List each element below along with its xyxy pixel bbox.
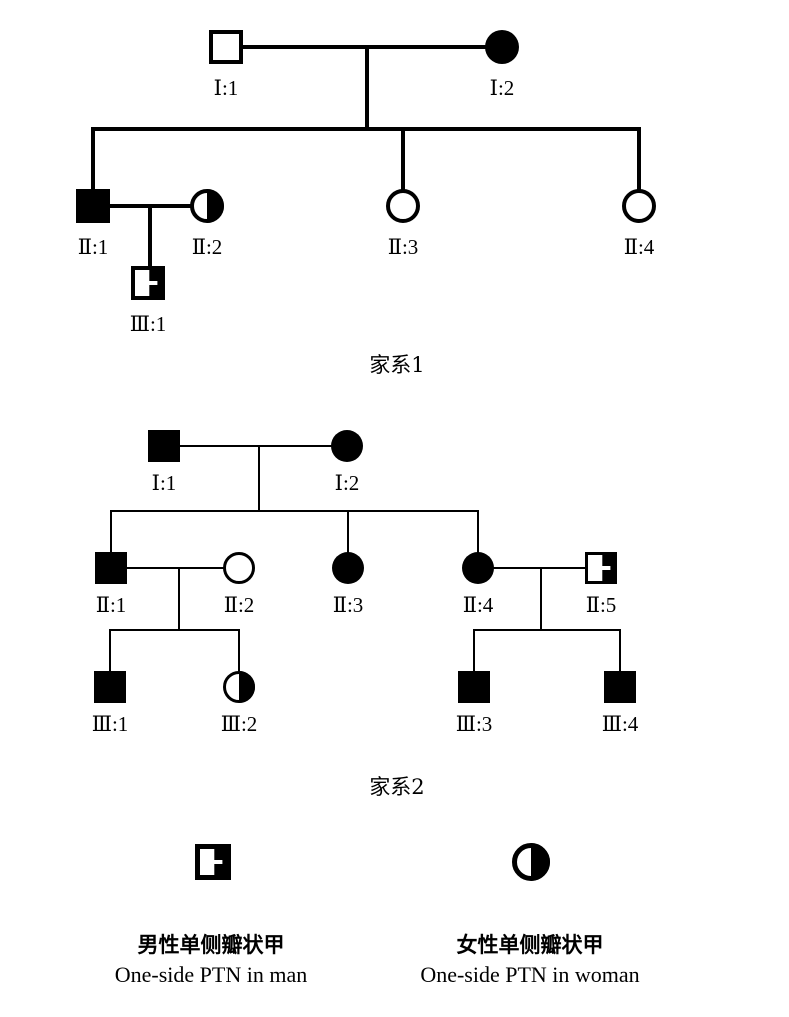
male-affected-symbol-icon — [94, 671, 126, 703]
female-unaffected-symbol-icon — [622, 189, 656, 223]
male-one-side-symbol-icon — [195, 844, 231, 880]
member-label: Ⅲ:1 — [92, 712, 129, 736]
member-label: Ⅰ:1 — [152, 471, 177, 495]
legend-female-label-cn: 女性单侧瓣状甲 — [457, 933, 604, 957]
male-one-side-legend-icon — [195, 844, 231, 880]
member-label: Ⅱ:1 — [78, 235, 109, 259]
legend-male-label-cn: 男性单侧瓣状甲 — [138, 933, 285, 957]
member-label: Ⅱ:2 — [192, 235, 223, 259]
female-one-side-symbol-icon — [223, 671, 255, 703]
male-one-side-symbol-icon — [585, 552, 617, 584]
member-label: Ⅱ:1 — [96, 593, 127, 617]
legend-male-label-en: One-side PTN in man — [115, 962, 307, 987]
female-one-side-legend-icon — [512, 843, 550, 881]
member-label: Ⅰ:1 — [214, 76, 239, 100]
member-label: Ⅲ:1 — [130, 312, 167, 336]
member-label: Ⅱ:3 — [388, 235, 419, 259]
member-label: Ⅱ:5 — [586, 593, 617, 617]
member-label: Ⅱ:4 — [624, 235, 655, 259]
member-label: Ⅱ:3 — [333, 593, 364, 617]
female-affected-symbol-icon — [331, 430, 363, 462]
female-one-side-symbol-icon — [190, 189, 224, 223]
male-affected-symbol-icon — [76, 189, 110, 223]
female-unaffected-symbol-icon — [386, 189, 420, 223]
member-label: Ⅰ:2 — [335, 471, 360, 495]
legend-item-male: 男性单侧瓣状甲 One-side PTN in man — [115, 844, 307, 987]
legend: 男性单侧瓣状甲 One-side PTN in man 女性单侧瓣状甲 One-… — [115, 843, 640, 987]
male-one-side-symbol-icon — [131, 266, 165, 300]
member-label: Ⅲ:4 — [602, 712, 639, 736]
male-unaffected-symbol-icon — [209, 30, 243, 64]
female-one-side-symbol-icon — [512, 843, 550, 881]
female-affected-symbol-icon — [485, 30, 519, 64]
member-label: Ⅱ:2 — [224, 593, 255, 617]
family-1-title: 家系1 — [369, 353, 424, 377]
legend-female-label-en: One-side PTN in woman — [420, 962, 639, 987]
member-label: Ⅱ:4 — [463, 593, 494, 617]
legend-item-female: 女性单侧瓣状甲 One-side PTN in woman — [420, 843, 640, 987]
member-label: Ⅲ:2 — [221, 712, 258, 736]
male-affected-symbol-icon — [95, 552, 127, 584]
family-2-lines — [109, 445, 621, 672]
family-2-title: 家系2 — [369, 775, 424, 799]
female-affected-symbol-icon — [462, 552, 494, 584]
member-label: Ⅲ:3 — [456, 712, 493, 736]
male-affected-symbol-icon — [458, 671, 490, 703]
male-affected-symbol-icon — [604, 671, 636, 703]
female-affected-symbol-icon — [332, 552, 364, 584]
male-affected-symbol-icon — [148, 430, 180, 462]
member-label: Ⅰ:2 — [490, 76, 515, 100]
family-1-lines — [91, 45, 641, 268]
female-unaffected-symbol-icon — [223, 552, 255, 584]
